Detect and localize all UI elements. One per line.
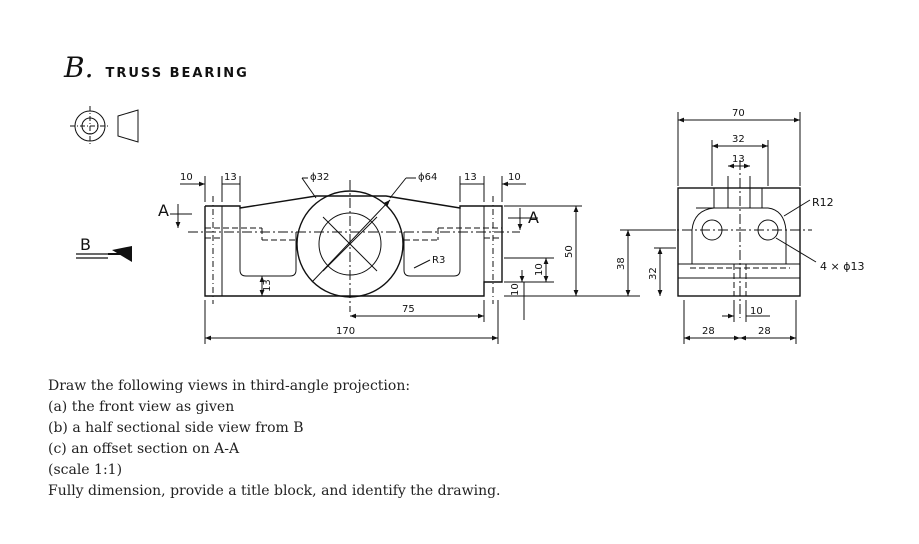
dim-side-radius: R12: [812, 196, 834, 209]
dim-side-width: 70: [732, 108, 745, 119]
instruction-item: (a) the front view as given: [48, 399, 235, 415]
dim-right-wall: 10: [508, 172, 521, 183]
dim-side-left-offset: 28: [702, 326, 715, 337]
side-view: [620, 112, 817, 344]
drawing-title: TRUSS BEARING: [105, 66, 249, 81]
dim-small-diameter: ϕ32: [310, 172, 329, 183]
instructions-footer: Fully dimension, provide a title block, …: [48, 483, 501, 499]
dim-fillet-radius: R3: [432, 255, 445, 266]
section-label-a-right: A: [528, 208, 539, 227]
dim-side-slot: 13: [732, 154, 745, 165]
instruction-item: (scale 1:1): [48, 462, 123, 478]
section-letter: B.: [64, 51, 94, 84]
dim-right-boss: 13: [464, 172, 477, 183]
section-label-a-left: A: [158, 201, 169, 220]
header: B. TRUSS BEARING: [64, 54, 249, 82]
dim-side-inner-height: 32: [648, 267, 659, 280]
instruction-item: (c) an offset section on A-A: [48, 441, 240, 457]
dim-step-b: 10: [510, 283, 521, 296]
dim-side-rib: 10: [750, 306, 763, 317]
instructions: Draw the following views in third-angle …: [48, 376, 501, 502]
instructions-intro: Draw the following views in third-angle …: [48, 378, 411, 394]
dim-large-diameter: ϕ64: [418, 172, 437, 183]
dim-side-holes: 4 × ϕ13: [820, 260, 864, 273]
instruction-item: (b) a half sectional side view from B: [48, 420, 304, 436]
dim-side-center-height: 38: [616, 257, 627, 270]
dim-height: 50: [564, 245, 575, 258]
third-angle-projection-symbol-icon: [70, 106, 139, 146]
view-label-b: B: [80, 235, 91, 254]
dim-left-boss: 13: [224, 172, 237, 183]
dim-side-inner: 32: [732, 134, 745, 145]
dim-base-thickness: 13: [262, 279, 273, 292]
dim-step-a: 10: [534, 263, 545, 276]
front-view: [76, 176, 640, 344]
dim-side-right-offset: 28: [758, 326, 771, 337]
dim-half-length: 75: [402, 304, 415, 315]
dim-length: 170: [336, 326, 355, 337]
dim-left-wall: 10: [180, 172, 193, 183]
